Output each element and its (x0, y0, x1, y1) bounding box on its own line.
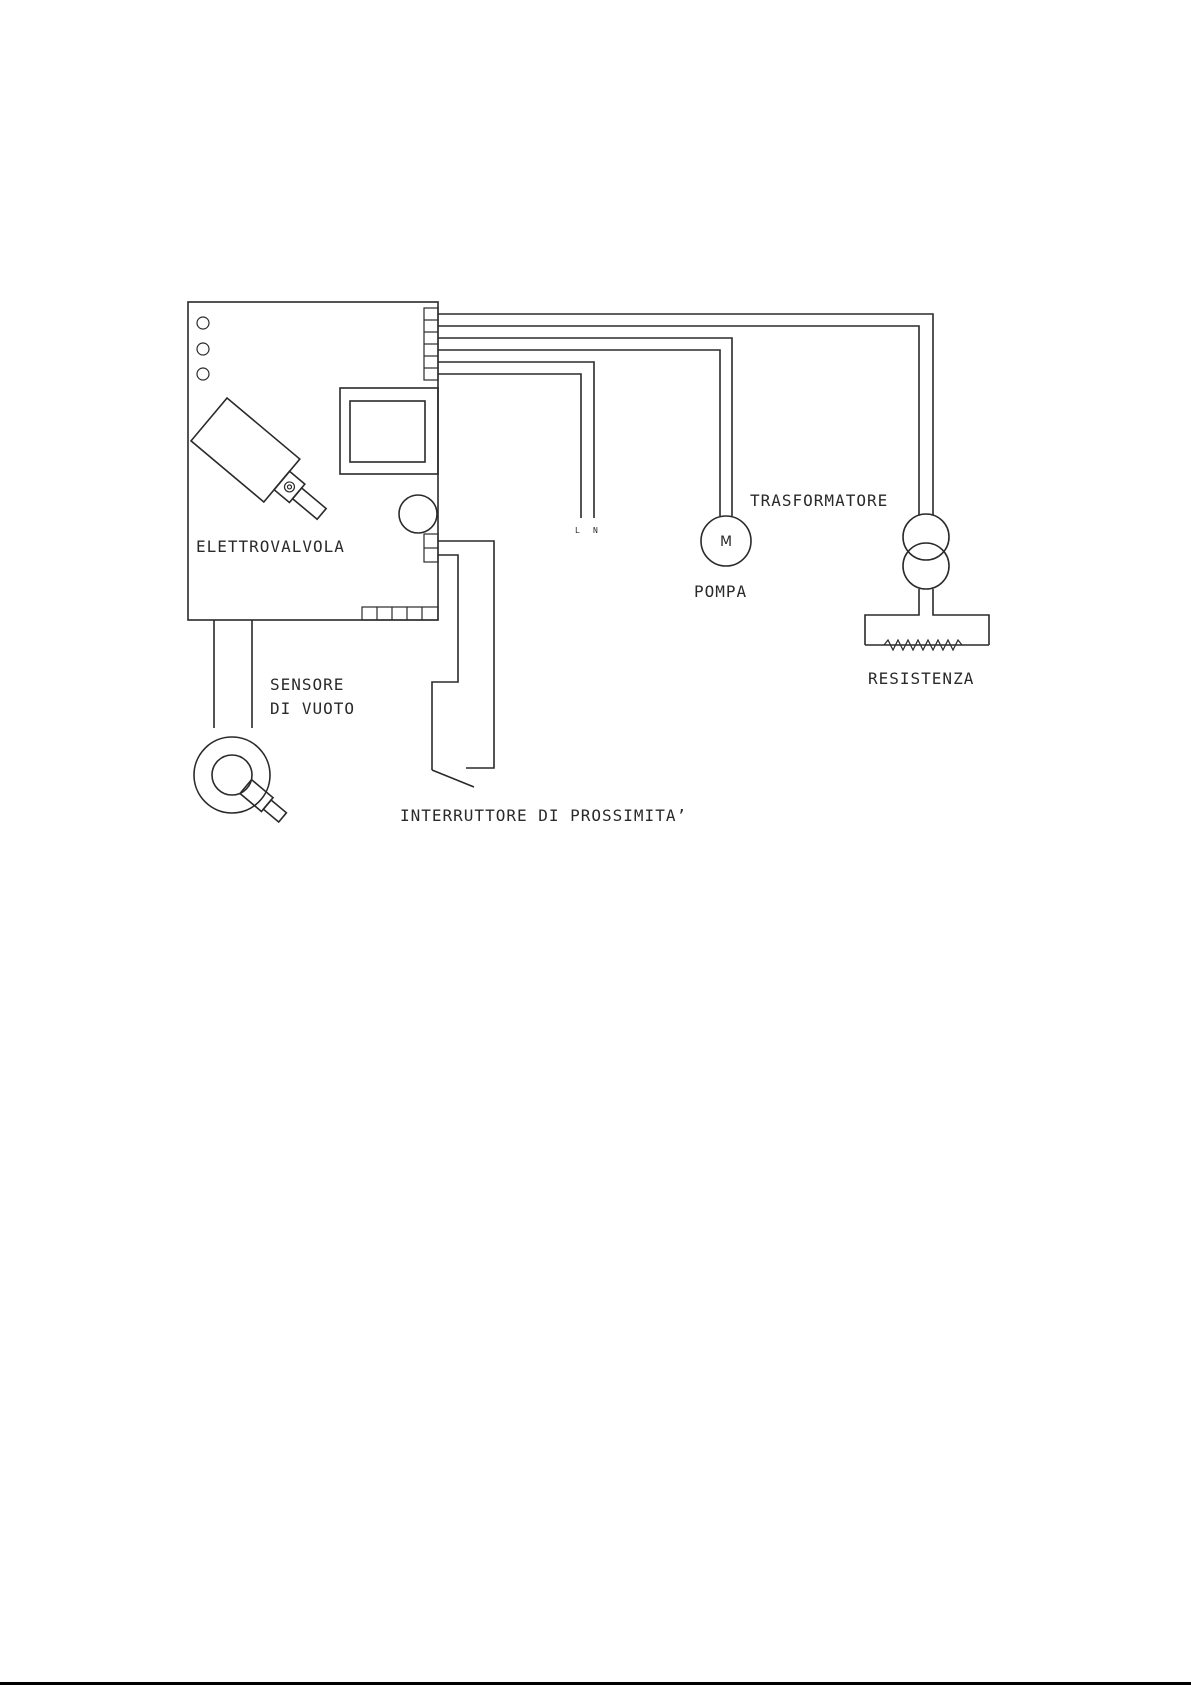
indicator-led-2 (197, 343, 209, 355)
vacuum-sensor-label-line2: DI VUOTO (270, 699, 355, 718)
vacuum-sensor-icon (194, 737, 288, 824)
wiring-proximity-switch (432, 541, 494, 787)
indicator-led-3 (197, 368, 209, 380)
switch-terminal-block (424, 534, 438, 562)
pump-motor-icon: M (701, 516, 751, 566)
board-display-inner (350, 401, 425, 462)
proximity-switch-contact (432, 770, 474, 787)
bottom-terminal-block (362, 607, 438, 620)
board-capacitor (399, 495, 437, 533)
transformer-label: TRASFORMATORE (750, 491, 888, 510)
solenoid-valve-icon (191, 398, 340, 535)
control-board (188, 302, 438, 620)
resistor-label: RESISTENZA (868, 669, 974, 688)
proximity-switch-label: INTERRUTTORE DI PROSSIMITA’ (400, 806, 687, 825)
mains-line-label: L (575, 526, 580, 535)
top-terminal-block (424, 308, 438, 380)
transformer-icon (903, 514, 949, 589)
vacuum-sensor-label-line1: SENSORE (270, 675, 344, 694)
motor-symbol: M (720, 534, 732, 550)
pump-label: POMPA (694, 582, 747, 601)
wiring-power-outputs (438, 314, 933, 518)
wiring-transformer-resistor (865, 589, 989, 645)
wiring-vacuum-sensor (214, 620, 252, 728)
indicator-led-1 (197, 317, 209, 329)
mains-neutral-label: N (593, 526, 598, 535)
solenoid-valve-label: ELETTROVALVOLA (196, 537, 345, 556)
